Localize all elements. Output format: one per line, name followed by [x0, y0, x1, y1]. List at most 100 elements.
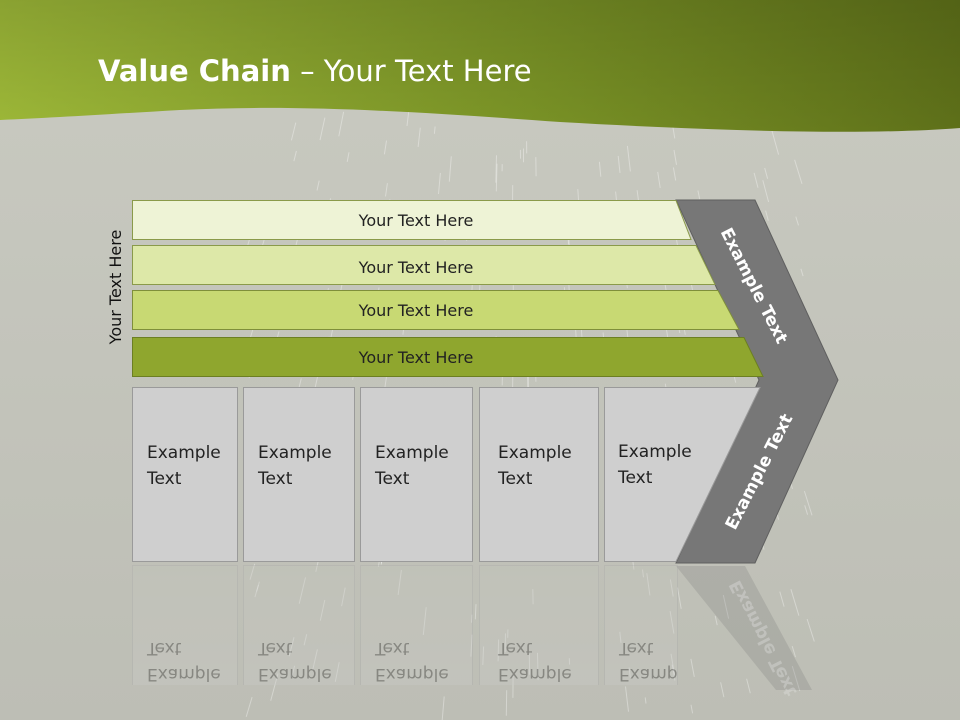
rain-streak	[249, 563, 256, 580]
rain-streak	[672, 167, 677, 181]
rain-streak	[644, 697, 647, 704]
rain-streak	[670, 653, 676, 676]
chevron-shape	[675, 199, 839, 564]
rain-streak	[671, 664, 676, 681]
side-label: Your Text Here	[106, 229, 125, 345]
box-2-line2: Text	[258, 469, 293, 489]
rain-streak	[646, 573, 651, 596]
rain-streak	[690, 704, 694, 714]
rain-streak	[628, 667, 631, 678]
rain-streak	[804, 505, 809, 515]
box-2-line1: Example	[258, 443, 332, 463]
rain-streak	[795, 216, 799, 226]
rain-streak	[669, 611, 675, 634]
rain-streak	[438, 172, 441, 195]
rain-streak	[470, 634, 473, 657]
box-1-line1: Example	[147, 443, 221, 463]
rain-streak	[722, 594, 730, 619]
rain-streak	[673, 149, 677, 165]
rain-streak	[794, 159, 803, 185]
rain-streak	[441, 696, 445, 720]
rain-streak	[790, 589, 800, 616]
rain-streak	[803, 490, 813, 516]
rain-streak	[697, 190, 701, 200]
rain-streak	[291, 665, 296, 678]
rain-streak	[495, 155, 497, 183]
rain-streak	[448, 156, 452, 182]
box-3-line2: Text	[375, 469, 410, 489]
bar-3-label: Your Text Here	[358, 300, 474, 320]
rain-streak	[626, 145, 631, 172]
rain-streak	[771, 130, 780, 155]
rain-streak	[303, 634, 308, 646]
box-3-line1: Example	[375, 443, 449, 463]
rain-streak	[319, 599, 326, 621]
rain-streak	[791, 645, 796, 658]
box-4-line2: Text	[498, 469, 533, 489]
title-rest: – Your Text Here	[290, 54, 532, 88]
rain-streak	[714, 615, 718, 626]
rain-streak	[669, 579, 674, 597]
rain-streak	[753, 172, 759, 188]
rain-streak	[316, 180, 320, 191]
rain-streak	[290, 122, 297, 141]
bar-2-label: Your Text Here	[358, 257, 474, 277]
rain-streak	[474, 604, 477, 620]
rain-streak	[341, 587, 346, 607]
rain-streak	[312, 649, 318, 671]
rain-streak	[334, 662, 340, 682]
rain-streak	[254, 581, 260, 598]
rain-streak	[346, 152, 350, 162]
rain-streak	[471, 614, 473, 623]
box-4-line1: Example	[498, 443, 572, 463]
rain-streak	[422, 607, 427, 635]
rain-streak	[319, 117, 326, 141]
rain-streak	[537, 652, 539, 681]
rain-streak	[270, 673, 279, 701]
rain-streak	[598, 161, 602, 177]
rain-streak	[764, 167, 769, 179]
rain-streak	[625, 686, 629, 712]
title-bold: Value Chain	[98, 54, 291, 88]
box-5-line2: Text	[618, 468, 653, 488]
rain-streak	[762, 180, 770, 203]
rain-streak	[617, 155, 621, 173]
rain-streak	[779, 591, 785, 607]
rain-streak	[288, 637, 295, 657]
rain-streak	[619, 631, 622, 643]
rain-streak	[406, 109, 410, 126]
rain-streak	[642, 569, 644, 578]
rain-streak	[765, 210, 769, 221]
rain-streak	[482, 646, 485, 666]
rain-streak	[746, 678, 751, 694]
rain-streak	[690, 658, 695, 677]
rain-streak	[293, 150, 297, 162]
rain-streak	[791, 665, 801, 692]
rain-streak	[800, 268, 804, 277]
bar-4-label: Your Text Here	[358, 347, 474, 367]
rain-streak	[677, 587, 682, 609]
rain-streak	[385, 183, 388, 197]
rain-streak	[417, 127, 421, 147]
rain-streak	[298, 577, 306, 604]
rain-streak	[383, 140, 387, 155]
rain-streak	[256, 584, 259, 592]
rain-streak	[497, 639, 500, 662]
rain-streak	[338, 111, 345, 137]
rain-streak	[433, 126, 436, 134]
box-1-line2: Text	[147, 469, 182, 489]
rain-streak	[720, 682, 725, 698]
rain-streak	[245, 696, 253, 717]
slide-title: Value Chain – Your Text Here	[98, 54, 532, 88]
box-5-line1: Example	[618, 442, 692, 462]
rain-streak	[397, 569, 402, 595]
rain-streak	[657, 171, 661, 188]
